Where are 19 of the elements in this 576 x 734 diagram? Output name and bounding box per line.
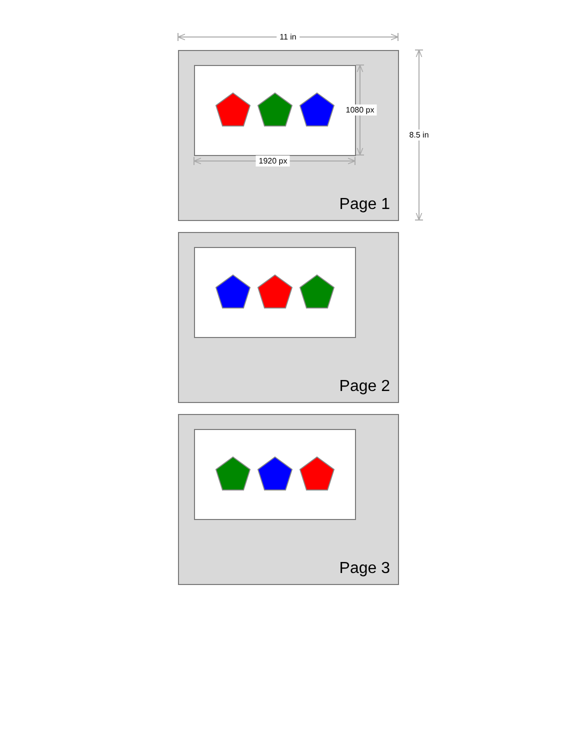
dimension-label: 11 in [276,32,300,42]
page-sheet [178,232,399,403]
dimension-label: 1920 px [256,156,290,166]
pentagon-icon [299,92,335,127]
pentagon-icon [215,456,251,491]
screen-frame [194,429,356,520]
pentagon-icon [257,456,293,491]
page-number: Page 2 [339,378,390,396]
page-number: Page 3 [339,560,390,578]
page-number: Page 1 [339,196,390,214]
pentagon-icon [257,274,293,309]
pentagon-icon [215,92,251,127]
pentagon-icon [257,92,293,127]
screen-frame [194,247,356,338]
page-sheet [178,50,399,221]
pentagon-icon [299,456,335,491]
page-sheet [178,414,399,585]
pentagon-icon [215,274,251,309]
pentagon-icon [299,274,335,309]
